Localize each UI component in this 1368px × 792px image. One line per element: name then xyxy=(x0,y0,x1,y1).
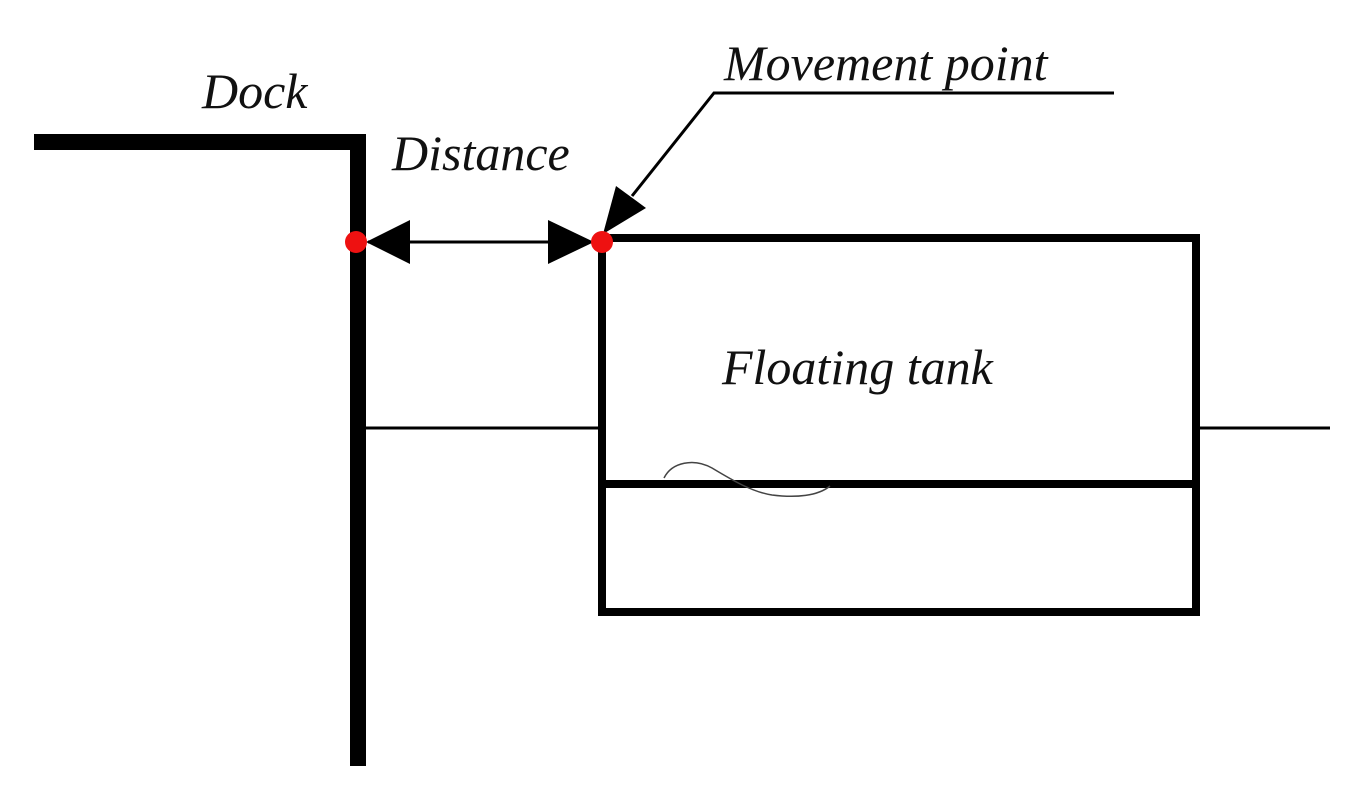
movement-point-label: Movement point xyxy=(723,35,1049,91)
distance-arrowhead-right xyxy=(548,220,594,264)
floating-tank-label: Floating tank xyxy=(721,339,994,395)
movement-point-leader-line xyxy=(630,91,1114,197)
wave-curve xyxy=(663,461,831,498)
distance-label: Distance xyxy=(391,125,570,181)
distance-arrowhead-left xyxy=(366,220,410,264)
movement-point-marker xyxy=(591,231,613,253)
floating-tank-body xyxy=(598,234,1200,616)
dock-label: Dock xyxy=(201,63,308,119)
dock-point-marker xyxy=(345,231,367,253)
dock-wall xyxy=(34,134,366,766)
movement-point-arrowhead xyxy=(603,186,646,234)
